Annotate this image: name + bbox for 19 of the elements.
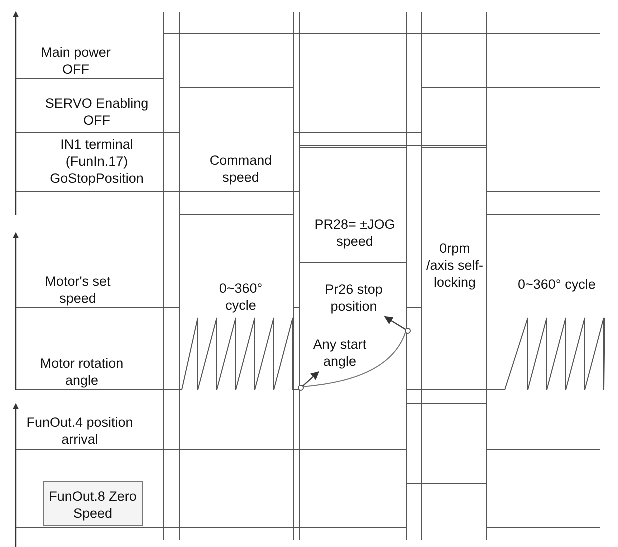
signal-label: FunOut.4 position arrival	[26, 414, 134, 448]
signal-label: Motor's set speed	[44, 273, 112, 307]
arrow	[302, 371, 320, 387]
signal-label: IN1 terminal (FunIn.17) GoStopPosition	[49, 136, 145, 187]
state-label: PR28= ±JOG speed	[314, 216, 396, 250]
signal-label: SERVO Enabling OFF	[44, 95, 150, 129]
annotation-text: Any start angle	[302, 334, 378, 372]
state-label: Command speed	[208, 152, 274, 186]
annotation-text: Pr26 stop position	[309, 279, 399, 317]
state-label: 0rpm /axis self-locking	[425, 240, 484, 291]
cycle-label: 0~360° cycle	[518, 276, 597, 293]
start-point-marker	[298, 385, 304, 391]
cycle-label: 0~360° cycle	[218, 280, 264, 314]
rotation-arc	[302, 332, 406, 388]
signal-label: Main power OFF	[40, 44, 112, 78]
status-box: FunOut.8 Zero Speed	[43, 481, 143, 526]
signal-label: Motor rotation angle	[39, 355, 125, 389]
stop-point-marker	[405, 328, 411, 334]
arrow	[384, 316, 406, 330]
